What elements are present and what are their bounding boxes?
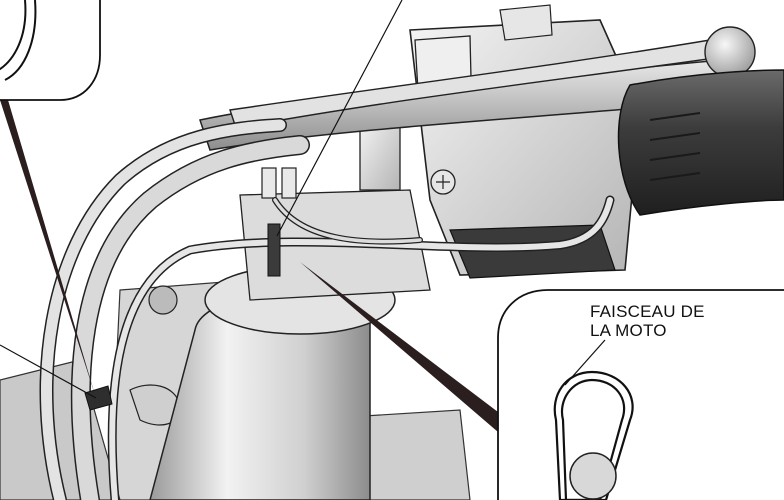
cable-tie-upper	[267, 223, 281, 277]
handle-grip	[617, 69, 784, 216]
harness-label-line1: FAISCEAU DE	[590, 302, 705, 321]
harness-loop	[553, 370, 634, 500]
harness-callout-label: FAISCEAU DE LA MOTO	[590, 302, 705, 340]
callout-pointer-right	[300, 262, 498, 432]
cables	[39, 118, 615, 500]
callout-pointer-left	[0, 100, 95, 395]
callout-box-harness	[497, 289, 784, 500]
callout-box-top-left	[0, 0, 101, 101]
cable-tie-lower	[84, 385, 113, 411]
harness-cross-section	[569, 452, 617, 500]
switch-housing	[409, 4, 641, 279]
leader-lines	[0, 0, 403, 399]
harness-label-line2: LA MOTO	[590, 321, 667, 340]
